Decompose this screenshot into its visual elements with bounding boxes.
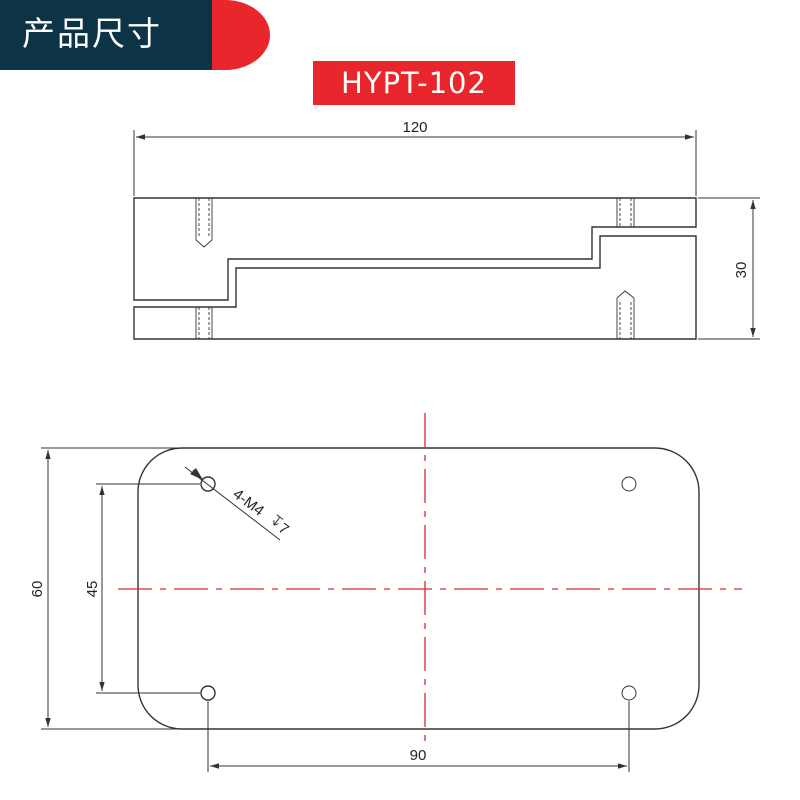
- header-banner: 产品尺寸: [0, 0, 270, 70]
- top-height-dimension: 60: [29, 581, 46, 598]
- header-banner-shape: [0, 0, 270, 70]
- model-badge: HYPT-102: [313, 61, 515, 105]
- side-width-dimension: 120: [402, 119, 427, 136]
- hole-callout: 4-M4 7: [230, 486, 292, 539]
- hole-spacing-horizontal: 90: [410, 747, 427, 764]
- hole-top-right: [621, 476, 637, 492]
- hole-depth-label: 7: [275, 520, 292, 539]
- depth-symbol-icon: [273, 514, 284, 526]
- hole-spacing-vertical: 45: [84, 581, 101, 598]
- side-height-dimension: 30: [733, 262, 750, 279]
- hole-bottom-right: [621, 685, 637, 701]
- top-view: [41, 413, 742, 772]
- page-title: 产品尺寸: [22, 14, 162, 53]
- hole-callout-label: 4-M4: [230, 486, 268, 520]
- hole-top-left: [200, 476, 216, 492]
- hole-bottom-left: [200, 685, 216, 701]
- side-view: [133, 130, 760, 340]
